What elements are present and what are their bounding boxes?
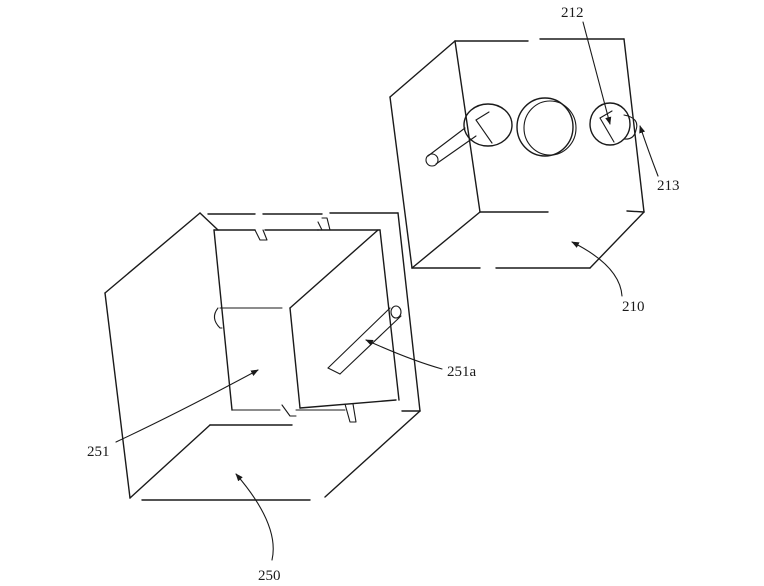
- label-251: 251: [87, 444, 110, 460]
- leader-lines: [115, 21, 659, 561]
- label-212: 212: [561, 5, 584, 21]
- leader-250: [235, 473, 274, 561]
- leader-251: [115, 369, 259, 443]
- leader-212: [582, 21, 612, 125]
- label-250: 250: [258, 568, 281, 584]
- leader-251a: [365, 339, 443, 370]
- label-210: 210: [622, 299, 645, 315]
- leader-213: [639, 125, 659, 177]
- block-250: [104, 212, 421, 501]
- label-213: 213: [657, 178, 680, 194]
- label-251a: 251a: [447, 364, 477, 380]
- block-210: [389, 38, 645, 269]
- leader-210: [571, 241, 623, 297]
- labels: 212 213 210 251a 251 250: [87, 5, 680, 584]
